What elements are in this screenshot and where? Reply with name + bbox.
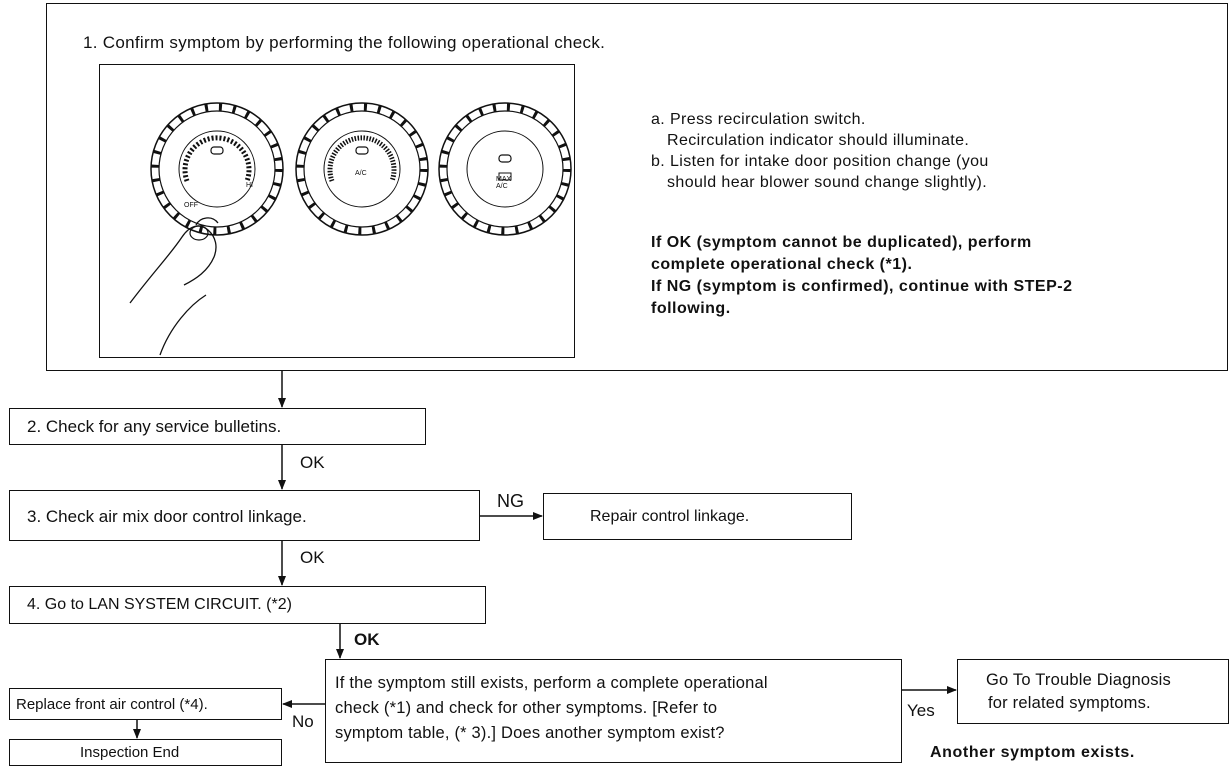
- repair-box: Repair control linkage.: [543, 493, 852, 540]
- replace-box: Replace front air control (*4).: [9, 688, 282, 720]
- hand-drawing: [129, 217, 219, 356]
- dial-label-ac: A/C: [355, 170, 367, 177]
- step4-text: 4. Go to LAN SYSTEM CIRCUIT. (*2): [27, 596, 292, 613]
- step3-text: 3. Check air mix door control linkage.: [27, 507, 307, 526]
- control-panel-illustration: OFF HI A/C MAX A/C: [99, 64, 575, 358]
- step2-box: 2. Check for any service bulletins.: [9, 408, 426, 445]
- instruction-line: If NG (symptom is confirmed), continue w…: [651, 278, 1073, 295]
- inspection-end-text: Inspection End: [80, 744, 180, 761]
- step4-box: 4. Go to LAN SYSTEM CIRCUIT. (*2): [9, 586, 486, 624]
- goto-line: Go To Trouble Diagnosis: [986, 671, 1171, 689]
- another-symptom-note: Another symptom exists.: [930, 744, 1135, 761]
- note-line: should hear blower sound change slightly…: [667, 174, 988, 191]
- goto-text: Go To Trouble Diagnosis for related symp…: [986, 669, 1171, 715]
- decision-text: If the symptom still exists, perform a c…: [335, 671, 768, 746]
- dial-label-max: MAX: [496, 176, 512, 183]
- ng-label: NG: [497, 491, 524, 511]
- yes-label: Yes: [907, 701, 935, 720]
- decision-box: If the symptom still exists, perform a c…: [325, 659, 902, 763]
- step1-title: 1. Confirm symptom by performing the fol…: [83, 33, 606, 52]
- ok-label-2: OK: [300, 548, 325, 567]
- step1-result-instructions: If OK (symptom cannot be duplicated), pe…: [651, 232, 1072, 320]
- temperature-dial: [295, 102, 429, 236]
- decision-line: If the symptom still exists, perform a c…: [335, 674, 768, 692]
- decision-line: check (*1) and check for other symptoms.…: [335, 699, 718, 717]
- instruction-line: following.: [651, 300, 731, 317]
- step1-box: 1. Confirm symptom by performing the fol…: [46, 3, 1228, 371]
- note-line: b. Listen for intake door position chang…: [651, 153, 989, 170]
- ac-dials-image: OFF HI A/C MAX A/C: [129, 102, 572, 356]
- note-line: a. Press recirculation switch.: [651, 111, 866, 128]
- replace-text: Replace front air control (*4).: [16, 696, 208, 713]
- instruction-line: If OK (symptom cannot be duplicated), pe…: [651, 234, 1032, 251]
- dial-label-hi: HI: [246, 182, 253, 189]
- dial-label-off: OFF: [184, 202, 198, 209]
- repair-text: Repair control linkage.: [590, 508, 750, 525]
- inspection-end-box: Inspection End: [9, 739, 282, 766]
- step1-notes: a. Press recirculation switch. Recircula…: [651, 109, 989, 193]
- note-line: Recirculation indicator should illuminat…: [667, 132, 970, 149]
- goto-line: for related symptoms.: [988, 694, 1151, 712]
- decision-line: symptom table, (* 3).] Does another symp…: [335, 724, 725, 742]
- finger-tip: [189, 225, 209, 241]
- ok-label-3: OK: [354, 630, 380, 649]
- no-label: No: [292, 712, 314, 731]
- step2-text: 2. Check for any service bulletins.: [27, 417, 282, 436]
- goto-box: Go To Trouble Diagnosis for related symp…: [957, 659, 1229, 724]
- ok-label-1: OK: [300, 453, 325, 472]
- step3-box: 3. Check air mix door control linkage.: [9, 490, 480, 541]
- instruction-line: complete operational check (*1).: [651, 256, 913, 273]
- mode-dial: [438, 102, 572, 236]
- blower-dial: [150, 102, 284, 236]
- dial-label-max-ac: A/C: [496, 183, 508, 190]
